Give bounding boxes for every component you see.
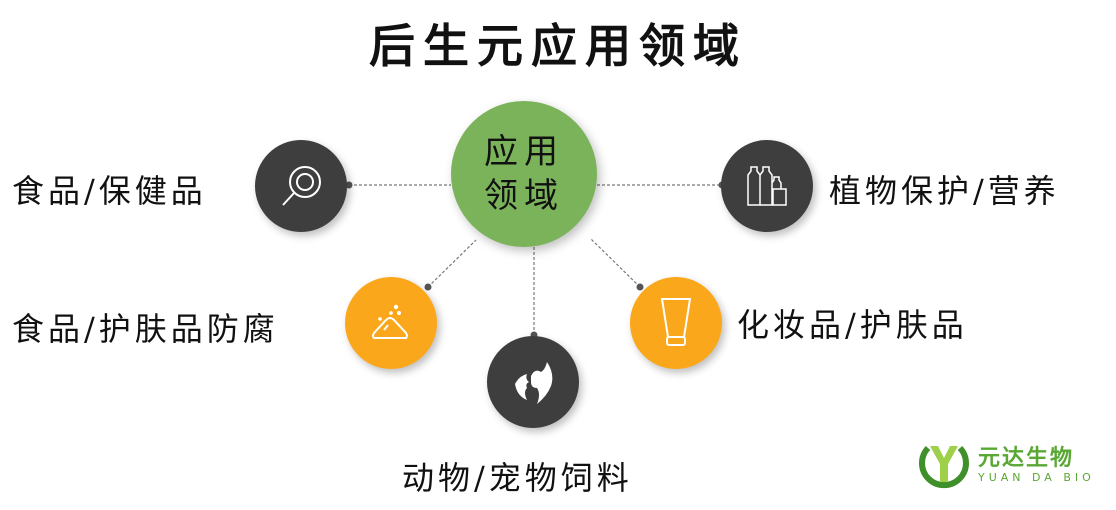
label-preservative: 食品/护肤品防腐 [12, 310, 279, 348]
node-food-health [255, 140, 347, 232]
center-line2: 领域 [484, 176, 564, 216]
frying-pan-icon [282, 166, 321, 206]
tube-icon [660, 298, 692, 346]
center-line1: 应用 [484, 132, 564, 172]
bottles-icon [747, 166, 787, 206]
logo-y-icon [919, 445, 969, 489]
logo-cn: 元达生物 [978, 445, 1075, 471]
logo-en: YUAN DA BIO [978, 470, 1095, 484]
label-plant: 植物保护/营养 [829, 172, 1060, 210]
label-animal: 动物/宠物饲料 [402, 459, 633, 497]
node-plant [721, 140, 813, 232]
center-node: 应用 领域 [451, 101, 597, 247]
node-preservative [345, 277, 437, 369]
page-title: 后生元应用领域 [369, 19, 747, 73]
brand-logo: 元达生物 YUAN DA BIO [918, 440, 1095, 490]
node-cosmetics [630, 277, 722, 369]
node-animal [487, 336, 579, 428]
animals-icon [515, 362, 553, 404]
powder-icon [372, 304, 408, 339]
label-food-health: 食品/保健品 [12, 172, 207, 210]
label-cosmetics: 化妆品/护肤品 [737, 306, 968, 344]
